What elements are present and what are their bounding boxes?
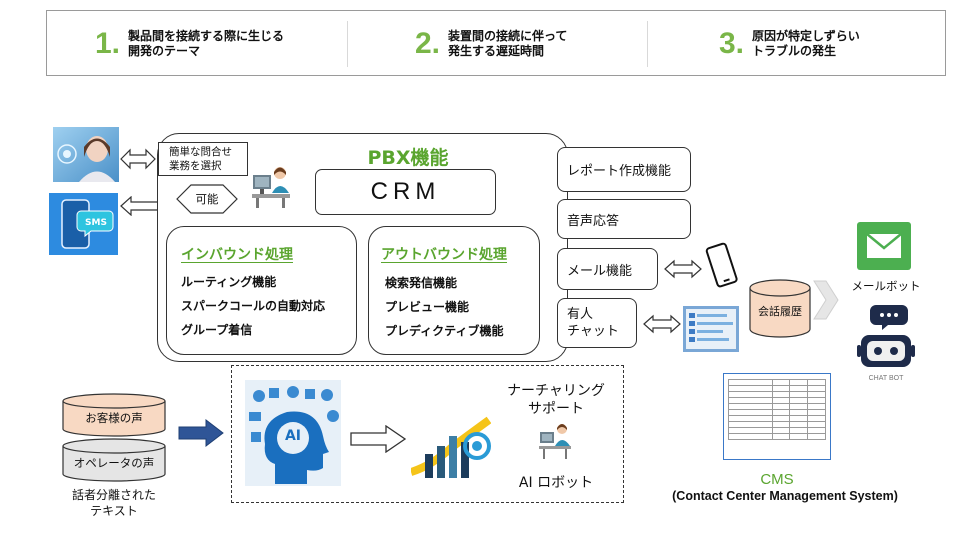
outbound-item: プレビュー機能 [385, 300, 470, 314]
crm-box: CRM [315, 169, 496, 215]
conversation-history-db: 会話履歴 [749, 279, 811, 339]
possible-label: 可能 [195, 192, 219, 206]
inbound-item: グループ着信 [181, 323, 253, 337]
mail-icon [857, 222, 911, 274]
cms-subtitle: (Contact Center Management System) [672, 489, 898, 503]
chatbot-label: CHAT BOT [868, 375, 904, 382]
nurturing-support-label: ナーチャリング サポート [507, 383, 605, 417]
inbound-item: ルーティング機能 [181, 275, 277, 289]
outbound-box: アウトバウンド処理 検索発信機能 プレビュー機能 プレディクティブ機能 [368, 226, 540, 355]
speaker-separated-caption: 話者分離された テキスト [71, 488, 156, 518]
mail-function-box: メール機能 [557, 248, 658, 290]
ai-head-icon: AI [245, 380, 341, 490]
operator-icon [250, 163, 292, 213]
ai-robot-label: AI ロボット [518, 475, 594, 491]
chevron-right-icon [812, 279, 840, 325]
sms-phone-image: SMS [49, 193, 118, 255]
step-3: 3. 原因が特定しずらい トラブルの発生 [719, 11, 860, 77]
blue-arrow-icon [178, 418, 224, 451]
operator-voice-label: オペレータの声 [73, 456, 155, 470]
ai-label: AI [284, 428, 302, 444]
outbound-item: プレディクティブ機能 [385, 324, 504, 338]
cms-title: CMS [760, 471, 794, 488]
inbound-title: インバウンド処理 [181, 247, 293, 263]
step-text: 原因が特定しずらい トラブルの発生 [752, 29, 860, 58]
double-arrow-icon [643, 314, 681, 338]
operator-small-icon [538, 420, 572, 464]
step-divider [347, 21, 348, 67]
voice-response-box: 音声応答 [557, 199, 691, 239]
step-2: 2. 装置間の接続に伴って 発生する遅延時間 [415, 11, 567, 77]
cms-table-graphic [728, 379, 826, 440]
outbound-title: アウトバウンド処理 [381, 247, 507, 263]
step-number: 2. [415, 27, 441, 60]
step-number: 3. [719, 27, 745, 60]
chat-window-icon [683, 306, 739, 356]
sms-label: SMS [85, 218, 107, 228]
step-text: 装置間の接続に伴って 発生する遅延時間 [448, 29, 568, 58]
simple-inquiry-box: 簡単な問合せ 業務を選択 [158, 142, 248, 176]
step-1: 1. 製品間を接続する際に生じる 開発のテーマ [95, 11, 284, 77]
customer-voice-label: お客様の声 [85, 411, 143, 425]
chatbot-icon [856, 299, 918, 389]
inbound-item: スパークコールの自動対応 [181, 299, 326, 313]
double-arrow-icon [120, 148, 156, 174]
double-arrow-icon [664, 259, 702, 283]
mailbot-label: メールボット [851, 279, 921, 293]
smartphone-icon [704, 242, 740, 294]
growth-chart-icon [409, 416, 492, 488]
outbound-item: 検索発信機能 [385, 276, 458, 290]
left-arrow-icon [120, 195, 160, 220]
customer-voice-db: お客様の声 [62, 393, 166, 437]
cms-report-image [723, 373, 831, 460]
conversation-history-label: 会話履歴 [758, 305, 802, 318]
report-function-box: レポート作成機能 [557, 147, 691, 192]
step-text: 製品間を接続する際に生じる 開発のテーマ [128, 29, 285, 58]
step-number: 1. [95, 27, 121, 60]
customer-phone-photo [53, 127, 119, 182]
ai-area [231, 365, 624, 503]
steps-bar: 1. 製品間を接続する際に生じる 開発のテーマ 2. 装置間の接続に伴って 発生… [46, 10, 946, 76]
right-arrow-icon [350, 424, 407, 457]
step-divider [647, 21, 648, 67]
operator-voice-db: オペレータの声 [62, 438, 166, 482]
chat-function-box: 有人 チャット [557, 298, 637, 348]
pbx-title: PBX機能 [367, 147, 449, 169]
possible-diamond: 可能 [176, 184, 238, 214]
inbound-box: インバウンド処理 ルーティング機能 スパークコールの自動対応 グループ着信 [166, 226, 357, 355]
